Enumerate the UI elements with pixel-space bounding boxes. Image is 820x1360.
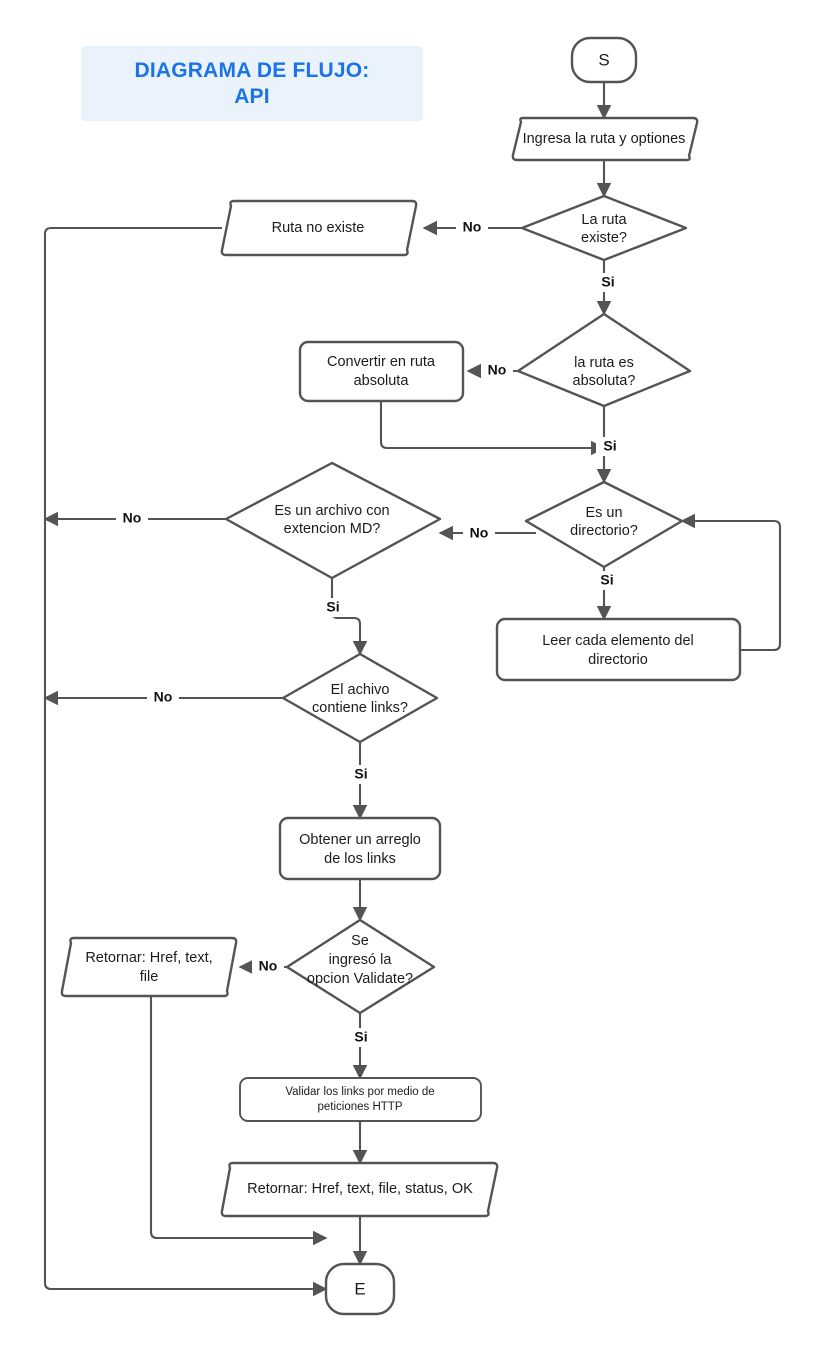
edge-label-no-absolute: No bbox=[488, 362, 507, 378]
node-decision-is-absolute[interactable]: la ruta es absoluta? bbox=[516, 312, 692, 408]
node-return-basic-label-2: file bbox=[140, 969, 159, 985]
node-decision-validate-option-label-3: opcion Validate? bbox=[307, 971, 413, 987]
node-return-full[interactable]: Retornar: Href, text, file, status, OK bbox=[220, 1161, 499, 1218]
edge-left-rail-to-end bbox=[43, 226, 328, 1297]
node-return-basic-label-1: Retornar: Href, text, bbox=[85, 950, 212, 966]
node-decision-validate-option-label-2: ingresó la bbox=[329, 952, 393, 968]
edge-labels: No Si No Si No Si No Si No Si No Si bbox=[116, 218, 622, 1047]
node-decision-is-absolute-label-1: la ruta es bbox=[574, 355, 634, 371]
node-read-directory[interactable]: Leer cada elemento del directorio bbox=[495, 617, 742, 682]
edge-label-si-exists: Si bbox=[601, 274, 614, 290]
node-validate-http-label-2: peticiones HTTP bbox=[317, 1101, 402, 1113]
edge-label-no-exists: No bbox=[463, 219, 482, 235]
node-read-directory-label-1: Leer cada elemento del bbox=[542, 633, 694, 649]
edge-label-si-links: Si bbox=[354, 766, 367, 782]
node-decision-route-exists[interactable]: La ruta existe? bbox=[520, 194, 688, 262]
node-start[interactable]: S bbox=[570, 36, 638, 84]
node-get-links-array-label-2: de los links bbox=[324, 851, 396, 867]
node-input[interactable]: Ingresa la ruta y optiones bbox=[511, 116, 699, 162]
node-decision-md-extension-label-2: extencion MD? bbox=[284, 521, 381, 537]
node-convert-absolute[interactable]: Convertir en ruta absoluta bbox=[298, 340, 465, 403]
node-decision-is-absolute-label-2: absoluta? bbox=[573, 373, 636, 389]
edge-retsimple-to-end bbox=[149, 996, 328, 1246]
edge-label-si-directory: Si bbox=[600, 572, 613, 588]
node-end[interactable]: E bbox=[324, 1262, 396, 1316]
diagram-title-card: DIAGRAMA DE FLUJO: API bbox=[81, 46, 423, 121]
node-return-basic[interactable]: Retornar: Href, text, file bbox=[60, 936, 238, 998]
edge-label-no-md: No bbox=[123, 510, 142, 526]
node-route-not-found-label: Ruta no existe bbox=[272, 220, 365, 236]
edge-label-si-absolute: Si bbox=[603, 438, 616, 454]
node-decision-validate-option[interactable]: Se ingresó la opcion Validate? bbox=[285, 918, 436, 1015]
edge-label-no-directory: No bbox=[470, 525, 489, 541]
node-convert-absolute-label-2: absoluta bbox=[354, 373, 410, 389]
node-convert-absolute-label-1: Convertir en ruta bbox=[327, 354, 436, 370]
node-decision-contains-links-label-2: contiene links? bbox=[312, 700, 408, 716]
diagram-title-line-1: DIAGRAMA DE FLUJO: bbox=[134, 58, 370, 82]
node-route-not-found[interactable]: Ruta no existe bbox=[220, 199, 418, 257]
node-decision-contains-links[interactable]: El achivo contiene links? bbox=[281, 652, 439, 744]
node-start-label: S bbox=[598, 50, 609, 69]
edge-convert-loopback bbox=[379, 401, 606, 456]
node-decision-md-extension[interactable]: Es un archivo con extencion MD? bbox=[224, 461, 442, 580]
node-validate-http-label-1: Validar los links por medio de bbox=[285, 1086, 434, 1098]
node-end-label: E bbox=[354, 1279, 365, 1298]
node-decision-validate-option-label-1: Se bbox=[351, 933, 369, 949]
edge-label-si-md: Si bbox=[326, 599, 339, 615]
node-input-label: Ingresa la ruta y optiones bbox=[523, 131, 686, 147]
node-read-directory-label-2: directorio bbox=[588, 652, 648, 668]
node-decision-is-directory-label-1: Es un bbox=[585, 505, 622, 521]
node-decision-contains-links-label-1: El achivo bbox=[331, 682, 390, 698]
node-return-full-label: Retornar: Href, text, file, status, OK bbox=[247, 1181, 473, 1197]
edge-readdir-loopback bbox=[680, 513, 782, 652]
edge-label-si-validate: Si bbox=[354, 1029, 367, 1045]
node-decision-route-exists-label-1: La ruta bbox=[581, 212, 627, 228]
node-validate-http[interactable]: Validar los links por medio de peticione… bbox=[239, 1077, 482, 1122]
node-decision-md-extension-label-1: Es un archivo con bbox=[274, 503, 389, 519]
node-decision-is-directory-label-2: directorio? bbox=[570, 523, 638, 539]
diagram-title-line-2: API bbox=[234, 84, 270, 108]
node-get-links-array[interactable]: Obtener un arreglo de los links bbox=[278, 816, 442, 881]
node-decision-is-directory[interactable]: Es un directorio? bbox=[524, 480, 684, 569]
edge-label-no-links: No bbox=[154, 689, 173, 705]
node-get-links-array-label-1: Obtener un arreglo bbox=[299, 832, 421, 848]
node-decision-route-exists-label-2: existe? bbox=[581, 230, 627, 246]
edge-label-no-validate: No bbox=[259, 958, 278, 974]
